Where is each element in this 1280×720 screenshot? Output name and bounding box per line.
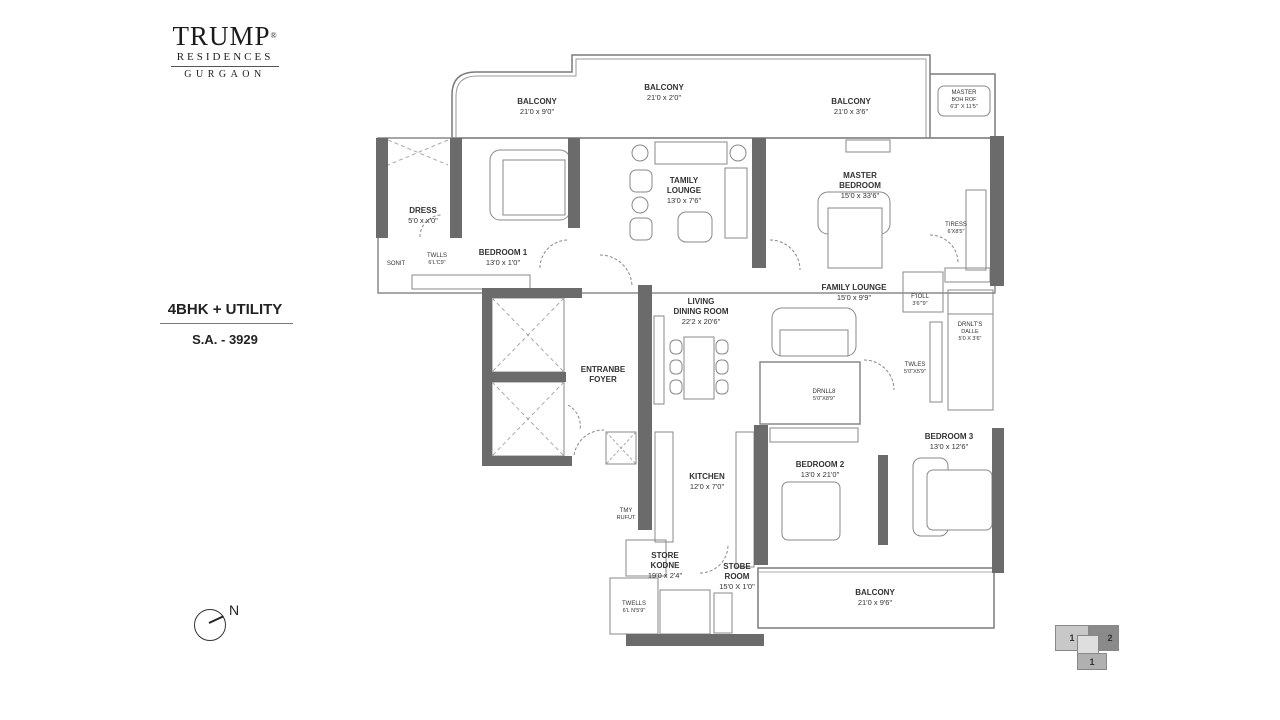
brand-subtitle: RESIDENCES (176, 51, 274, 63)
key-plan-block: 1 (1077, 653, 1107, 670)
wall (450, 138, 462, 238)
wall (484, 456, 572, 466)
brand-name: TRUMP® (172, 21, 278, 51)
key-plan: 1 2 1 (1055, 625, 1120, 670)
brand-divider (171, 66, 279, 67)
brand-logo: TRUMP® RESIDENCES GURGAON (152, 22, 298, 81)
wall (992, 428, 1004, 573)
wall (484, 372, 566, 382)
wall (990, 136, 1004, 286)
wall (752, 138, 766, 268)
brand-location: GURGAON (184, 69, 266, 80)
compass-north-label: N (229, 602, 240, 618)
super-area-label: S.A. - 3929 (192, 332, 258, 347)
wall (376, 138, 388, 238)
compass-needle (208, 615, 224, 624)
unit-type-heading: 4BHK + UTILITY (167, 301, 283, 318)
room-label-shaft: SONIT (386, 261, 406, 267)
wall (484, 288, 582, 298)
wall (878, 455, 888, 545)
compass-icon (194, 609, 226, 641)
wall (638, 285, 652, 530)
wall (568, 138, 580, 228)
wall (754, 425, 768, 565)
wall (626, 634, 764, 646)
unit-divider (160, 323, 293, 324)
key-plan-block (1077, 635, 1099, 655)
